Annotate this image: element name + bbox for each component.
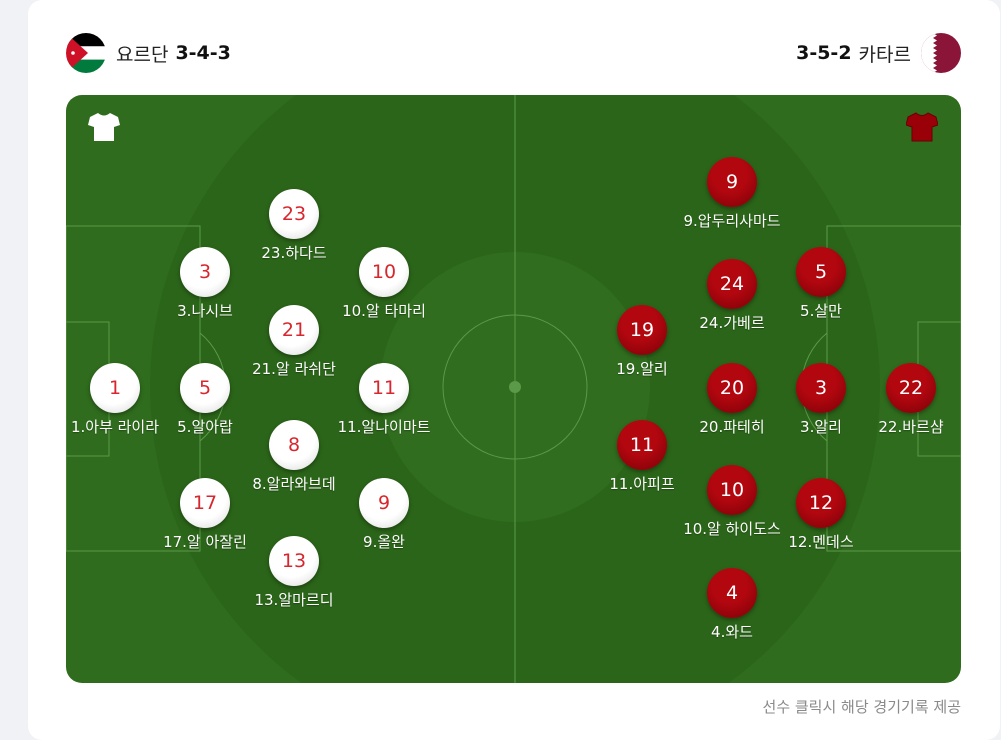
player-home[interactable]: 23 23.하다드	[234, 189, 354, 263]
home-team-name: 요르단	[116, 43, 169, 66]
pitch-lines	[66, 95, 961, 683]
player-number: 8	[269, 420, 319, 470]
player-away[interactable]: 9 9.압두리사마드	[672, 157, 792, 231]
player-number: 11	[617, 420, 667, 470]
player-name: 11.알나이마트	[337, 418, 431, 436]
maroon-shirt-icon	[906, 112, 938, 142]
player-home[interactable]: 9 9.올완	[324, 478, 444, 552]
player-number: 9	[359, 478, 409, 528]
player-number: 13	[269, 536, 319, 586]
player-name: 4.와드	[711, 623, 753, 641]
player-home[interactable]: 1 1.아부 라이라	[66, 363, 175, 437]
player-away[interactable]: 5 5.살만	[761, 247, 881, 321]
player-home[interactable]: 3 3.나시브	[145, 247, 265, 321]
white-shirt-icon	[88, 113, 120, 141]
player-number: 24	[707, 259, 757, 309]
home-formation: 3-4-3	[175, 42, 231, 64]
player-name: 19.알리	[616, 360, 668, 378]
player-number: 20	[707, 363, 757, 413]
away-team-name: 카타르	[858, 43, 911, 66]
player-number: 17	[180, 478, 230, 528]
home-team-header: 요르단 3-4-3	[66, 33, 231, 73]
player-home[interactable]: 13 13.알마르디	[234, 536, 354, 610]
player-away[interactable]: 11 11.아피프	[582, 420, 702, 494]
player-number: 10	[359, 247, 409, 297]
player-away[interactable]: 19 19.알리	[582, 305, 702, 379]
player-number: 10	[707, 465, 757, 515]
player-number: 9	[707, 157, 757, 207]
pitch: 1 1.아부 라이라 3 3.나시브 5 5.알아랍 17 17.알 아잘린 2…	[66, 95, 961, 683]
player-number: 5	[180, 363, 230, 413]
player-number: 3	[180, 247, 230, 297]
player-name: 9.압두리사마드	[683, 212, 781, 230]
player-away[interactable]: 12 12.멘데스	[761, 478, 881, 552]
player-away[interactable]: 24 24.가베르	[672, 259, 792, 333]
player-away[interactable]: 4 4.와드	[672, 568, 792, 642]
player-home[interactable]: 5 5.알아랍	[145, 363, 265, 437]
away-team-header: 3-5-2 카타르	[796, 33, 961, 73]
player-home[interactable]: 21 21.알 라쉬단	[234, 305, 354, 379]
player-number: 19	[617, 305, 667, 355]
qatar-flag-icon	[921, 33, 961, 73]
footnote: 선수 클릭시 해당 경기기록 제공	[762, 698, 961, 716]
player-away[interactable]: 22 22.바르샴	[851, 363, 961, 437]
player-name: 13.알마르디	[254, 591, 334, 609]
player-number: 22	[886, 363, 936, 413]
player-name: 9.올완	[363, 533, 405, 551]
player-number: 5	[796, 247, 846, 297]
player-name: 11.아피프	[609, 475, 675, 493]
player-number: 23	[269, 189, 319, 239]
player-away[interactable]: 10 10.알 하이도스	[672, 465, 792, 539]
player-home[interactable]: 11 11.알나이마트	[324, 363, 444, 437]
player-number: 1	[90, 363, 140, 413]
player-away[interactable]: 20 20.파테히	[672, 363, 792, 437]
away-formation: 3-5-2	[796, 42, 852, 64]
player-name: 10.알 타마리	[342, 302, 426, 320]
jordan-flag-icon	[66, 33, 106, 73]
player-number: 4	[707, 568, 757, 618]
player-number: 11	[359, 363, 409, 413]
player-home[interactable]: 8 8.알라와브데	[234, 420, 354, 494]
player-home[interactable]: 10 10.알 타마리	[324, 247, 444, 321]
player-number: 21	[269, 305, 319, 355]
player-home[interactable]: 17 17.알 아잘린	[145, 478, 265, 552]
player-name: 10.알 하이도스	[683, 520, 781, 538]
player-number: 12	[796, 478, 846, 528]
player-away[interactable]: 3 3.알리	[761, 363, 881, 437]
player-number: 3	[796, 363, 846, 413]
